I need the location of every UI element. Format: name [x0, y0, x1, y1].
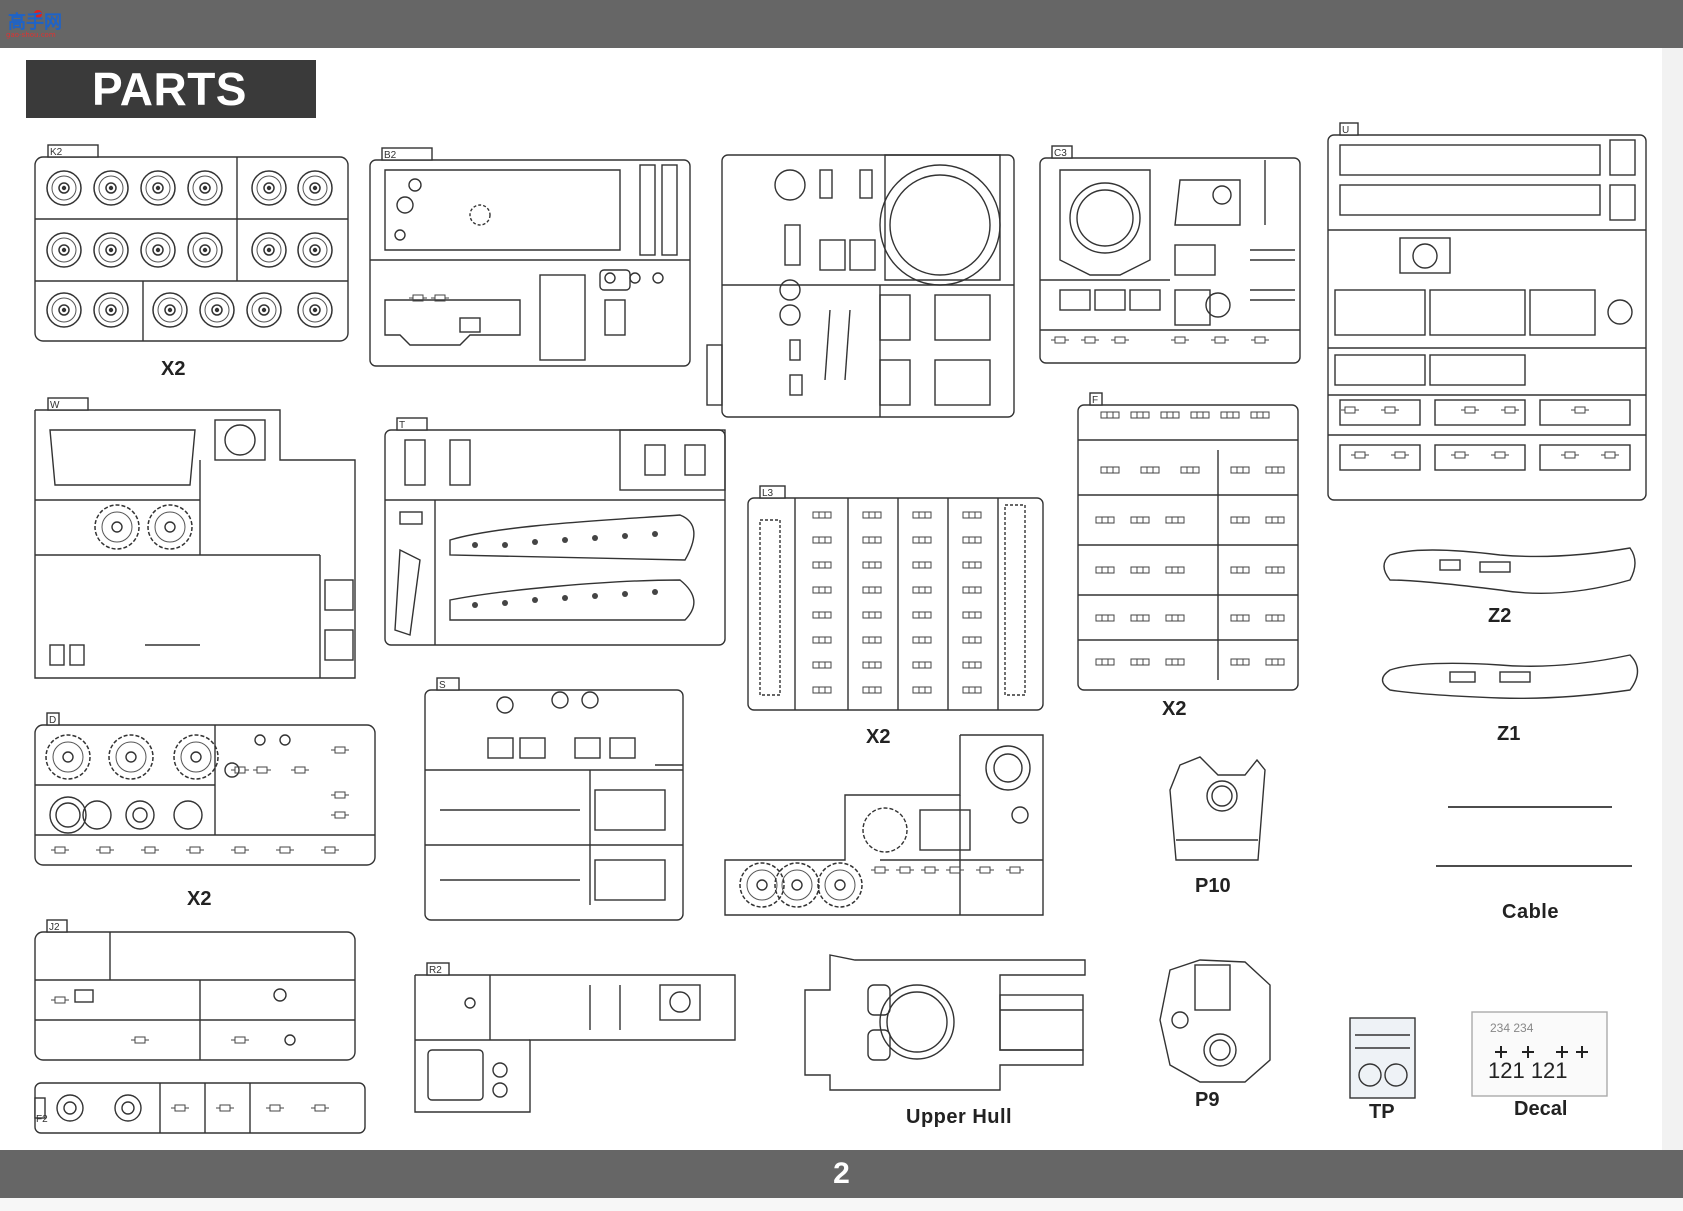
sprue-f2: [34, 1082, 366, 1134]
sprue-tag-b2: B2: [384, 150, 397, 161]
label-upper-hull: Upper Hull: [906, 1106, 1013, 1128]
sprue-tag-r2: R2: [429, 965, 442, 976]
label-cable: Cable: [1502, 901, 1559, 923]
sprue-u: [1327, 122, 1647, 501]
cable-lines: [1436, 806, 1632, 867]
sprue-turret-parts: [724, 734, 1044, 916]
sprue-tag-f2: F2: [36, 1114, 48, 1125]
sprue-tag-j2: J2: [49, 922, 60, 933]
part-upper-hull: [804, 954, 1086, 1091]
sprue-tag-c3: C3: [1054, 148, 1067, 159]
part-decal-sheet: [1471, 1011, 1608, 1097]
page-right-edge: [1662, 48, 1683, 1150]
label-l3-quantity: X2: [866, 726, 891, 748]
sprue-tag-u: U: [1342, 125, 1349, 136]
sprue-tag-t: T: [399, 420, 405, 431]
label-z2: Z2: [1488, 605, 1512, 627]
sprue-tag-d: D: [49, 715, 56, 726]
label-k2-quantity: X2: [161, 358, 186, 380]
watermark-subtext: gao-shou.com: [6, 31, 56, 39]
sprue-d: [34, 712, 376, 866]
page-title: PARTS: [26, 60, 316, 118]
part-z1: [1381, 654, 1639, 700]
label-d-quantity: X2: [187, 888, 212, 910]
label-f-quantity: X2: [1162, 698, 1187, 720]
watermark-dot-icon: [34, 10, 42, 18]
bottom-bar: [0, 1150, 1683, 1198]
sprue-b2: [369, 147, 691, 367]
label-p9: P9: [1195, 1089, 1220, 1111]
part-p10: [1169, 756, 1266, 861]
sprue-tag-w: W: [50, 400, 60, 411]
sprue-w: [34, 397, 356, 679]
label-decal: Decal: [1514, 1098, 1568, 1120]
sprue-k2: [34, 144, 349, 342]
sprue-c3: [706, 154, 1015, 418]
sprue-tag-k2: K2: [50, 147, 63, 158]
top-bar: [0, 0, 1683, 48]
sprue-f: [1077, 392, 1299, 691]
part-z2: [1383, 547, 1636, 595]
watermark-text: 高手网: [8, 12, 62, 33]
part-tp-photoetch: [1349, 1017, 1416, 1099]
label-z1: Z1: [1497, 723, 1521, 745]
sprue-tag-s: S: [439, 680, 446, 691]
page-footer-margin: [0, 1198, 1683, 1211]
sprue-tag-l3: L3: [762, 488, 774, 499]
sprue-s: [424, 677, 684, 921]
label-p10: P10: [1195, 875, 1231, 897]
page-number: 2: [833, 1157, 850, 1190]
sprue-r2: [414, 962, 736, 1113]
sprue-t: [384, 417, 726, 646]
sprue-l3: [747, 485, 1044, 711]
watermark-logo: 高手网 gao-shou.com: [4, 6, 68, 40]
decal-number-121: 121 121: [1488, 1058, 1568, 1083]
decal-number-234: 234 234: [1490, 1021, 1534, 1035]
label-tp: TP: [1369, 1101, 1395, 1123]
sprue-j2: [34, 919, 356, 1061]
sprue-c3-turret: [1039, 145, 1301, 364]
decal-cross-icons: [1495, 1046, 1588, 1058]
sprue-tag-f: F: [1092, 395, 1098, 406]
part-p9: [1159, 959, 1271, 1083]
